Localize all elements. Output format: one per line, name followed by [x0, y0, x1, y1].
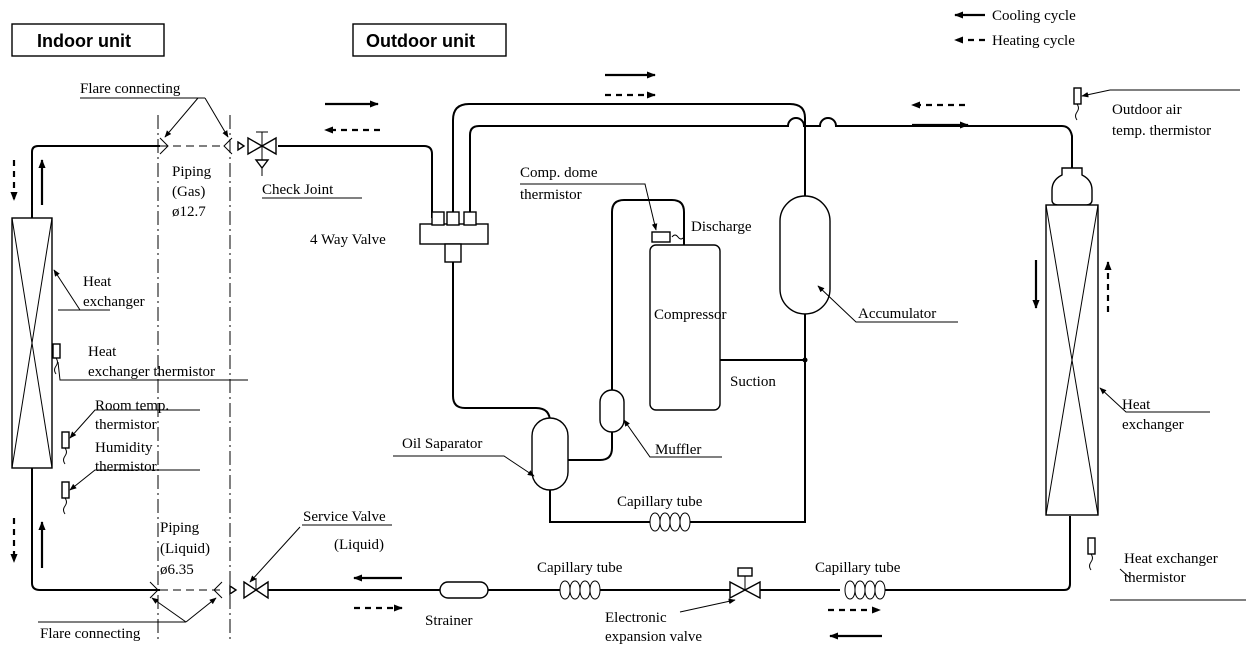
hex-thermistor-sub-label: exchanger thermistor: [88, 364, 215, 380]
expansion-valve-sub-label: expansion valve: [605, 629, 702, 645]
room-temp-sub-label: thermistor: [95, 417, 157, 433]
outdoor-air-sub-label: temp. thermistor: [1112, 123, 1211, 139]
comp-dome-label: Comp. dome: [520, 165, 598, 181]
room-temp-label: Room temp.: [95, 398, 169, 414]
flare-bottom-label: Flare connecting: [40, 626, 141, 642]
gas-service-valve-icon: [247, 131, 277, 176]
outdoor-heat-exchanger-label: Heat: [1122, 397, 1151, 413]
service-valve-label: Service Valve: [303, 509, 386, 525]
piping-liquid-label: Piping: [160, 520, 200, 536]
accumulator-vessel: [779, 195, 831, 315]
comp-dome-thermistor-icon: [651, 231, 671, 243]
flow-arrows: [10, 71, 1112, 640]
outdoor-hex-thermistor-sub-label: thermistor: [1124, 570, 1186, 586]
indoor-unit-box: [11, 23, 165, 57]
outdoor-unit-box: [352, 23, 507, 57]
check-joint-label: Check Joint: [262, 182, 334, 198]
strainer-icon: [439, 581, 489, 599]
humidity-thermistor-icon: [61, 481, 70, 515]
four-way-valve: [419, 211, 489, 263]
hex-thermistor-icon: [52, 343, 61, 375]
accumulator-label: Accumulator: [858, 306, 936, 322]
muffler-label: Muffler: [655, 442, 701, 458]
strainer-label: Strainer: [425, 613, 472, 629]
expansion-valve-label: Electronic: [605, 610, 667, 626]
indoor-heat-exchanger: [11, 217, 53, 469]
outdoor-air-label: Outdoor air: [1112, 102, 1182, 118]
piping-gas-size-label: ø12.7: [172, 204, 206, 220]
flare-top-icon: [159, 137, 246, 155]
flare-top-label: Flare connecting: [80, 81, 181, 97]
four-way-valve-label: 4 Way Valve: [310, 232, 386, 248]
capillary-coil-2-icon: [559, 580, 601, 600]
capillary-tube-2-label: Capillary tube: [537, 560, 623, 576]
outdoor-heat-exchanger-sub-label: exchanger: [1122, 417, 1184, 433]
discharge-label: Discharge: [691, 219, 752, 235]
piping-liquid-size-label: ø6.35: [160, 562, 194, 578]
expansion-valve-icon: [729, 567, 761, 600]
outdoor-hex-thermistor-icon: [1087, 537, 1096, 571]
oil-separator-label: Oil Saparator: [402, 436, 482, 452]
capillary-tube-1-label: Capillary tube: [617, 494, 703, 510]
piping: [31, 103, 1073, 591]
indoor-heat-exchanger-sub-label: exchanger: [83, 294, 145, 310]
humidity-sub-label: thermistor: [95, 459, 157, 475]
indoor-unit-label: Indoor unit: [37, 31, 131, 51]
compressor-label: Compressor: [654, 307, 727, 323]
capillary-coil-1-icon: [649, 512, 691, 532]
oil-separator-vessel: [531, 417, 569, 491]
liquid-service-valve-icon: [243, 578, 269, 600]
outdoor-air-thermistor-icon: [1073, 87, 1082, 121]
piping-liquid-sub-label: (Liquid): [160, 541, 210, 557]
muffler-vessel: [599, 389, 625, 433]
leader-lines: [38, 89, 1246, 623]
piping-gas-label: Piping: [172, 164, 212, 180]
hex-thermistor-label: Heat: [88, 344, 117, 360]
capillary-tube-3-label: Capillary tube: [815, 560, 901, 576]
indoor-heat-exchanger-label: Heat: [83, 274, 112, 290]
legend-heating-label: Heating cycle: [992, 33, 1075, 49]
capillary-coil-3-icon: [844, 580, 886, 600]
outdoor-hex-thermistor-label: Heat exchanger: [1124, 551, 1218, 567]
outdoor-unit-label: Outdoor unit: [366, 31, 475, 51]
piping-gas-sub-label: (Gas): [172, 184, 205, 200]
legend: Cooling cycle Heating cycle: [954, 8, 1076, 49]
flare-bottom-icon: [149, 581, 238, 599]
legend-cooling-label: Cooling cycle: [992, 8, 1076, 24]
humidity-label: Humidity: [95, 440, 153, 456]
room-temp-thermistor-icon: [61, 431, 70, 465]
service-valve-sub-label: (Liquid): [334, 537, 384, 553]
suction-label: Suction: [730, 374, 776, 390]
comp-dome-sub-label: thermistor: [520, 187, 582, 203]
outdoor-heat-exchanger: [1045, 167, 1099, 516]
compressor: [649, 231, 721, 411]
